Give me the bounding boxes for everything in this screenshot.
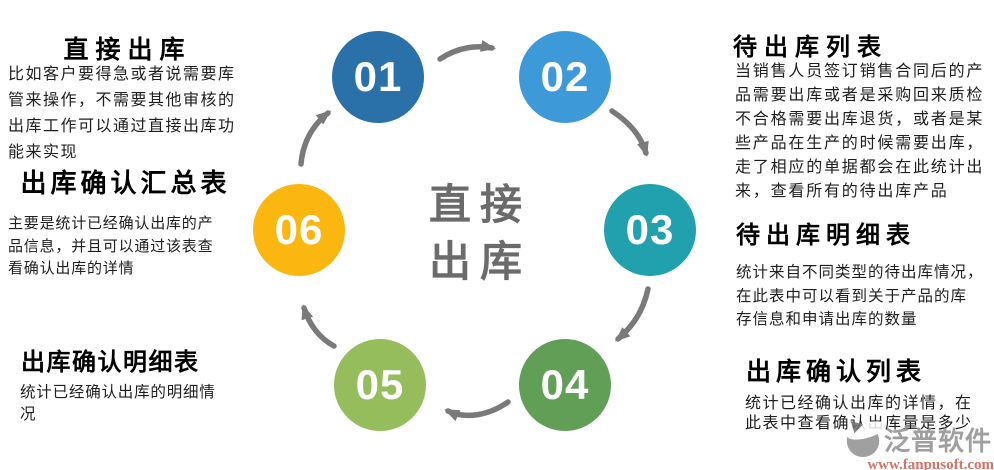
fanpu-logo-icon <box>846 420 884 458</box>
flow-arrow-02-03 <box>609 108 649 157</box>
step-number-02: 02 <box>540 53 590 100</box>
right-section-2-heading: 待出库明细表 <box>736 222 916 249</box>
left-section-2-body: 主要是统计已经确认出库的产 品信息，并且可以通过该表查 看确认出库的详情 <box>8 215 214 277</box>
left-section-3-heading: 出库确认明细表 <box>21 349 200 376</box>
step-number-03: 03 <box>625 206 675 253</box>
watermark: 泛普软件 www.fanpusoft.com <box>842 418 994 470</box>
step-number-04: 04 <box>540 361 590 408</box>
step-circle-06: 06 <box>253 184 345 276</box>
step-circle-02: 02 <box>519 31 611 123</box>
flow-arrow-05-06 <box>301 304 337 349</box>
left-section-1-body: 比如客户要得急或者说需要库 管来操作，不需要其他审核的 出库工作可以通过直接出库… <box>8 66 236 161</box>
flow-arrow-01-02 <box>437 39 496 62</box>
left-section-3-body: 统计已经确认出库的明细情 况 <box>20 384 216 423</box>
step-number-06: 06 <box>274 206 324 253</box>
watermark-url: www.fanpusoft.com <box>867 457 994 470</box>
step-circle-05: 05 <box>334 339 426 431</box>
step-circle-03: 03 <box>604 184 696 276</box>
step-number-05: 05 <box>355 361 405 408</box>
right-section-3-heading: 出库确认列表 <box>746 358 927 386</box>
step-circle-04: 04 <box>519 339 611 431</box>
right-section-3-body: 统计已经确认出库的详情，在 此表中查看确认出库量是多少 <box>745 395 973 432</box>
watermark-brand: 泛普软件 <box>884 425 993 456</box>
flow-arrow-03-04 <box>614 286 651 342</box>
step-circle-01: 01 <box>332 31 424 123</box>
left-section-1-heading: 直接出库 <box>63 36 192 64</box>
right-section-1-heading: 待出库列表 <box>733 34 888 61</box>
right-section-2-body: 统计来自不同类型的待出库情况， 在此表中可以看到关于产品的库 存信息和申请出库的… <box>736 264 984 328</box>
flow-arrow-06-01 <box>298 110 332 167</box>
step-number-01: 01 <box>353 53 403 100</box>
flow-arrow-04-05 <box>444 399 511 422</box>
right-section-1-body: 当销售人员签订销售合同后的产 品需要出库或者是采购回来质检 不合格需要出库退货，… <box>735 63 985 200</box>
left-section-2-heading: 出库确认汇总表 <box>20 168 231 198</box>
center-title: 直接 出库 <box>428 181 531 285</box>
